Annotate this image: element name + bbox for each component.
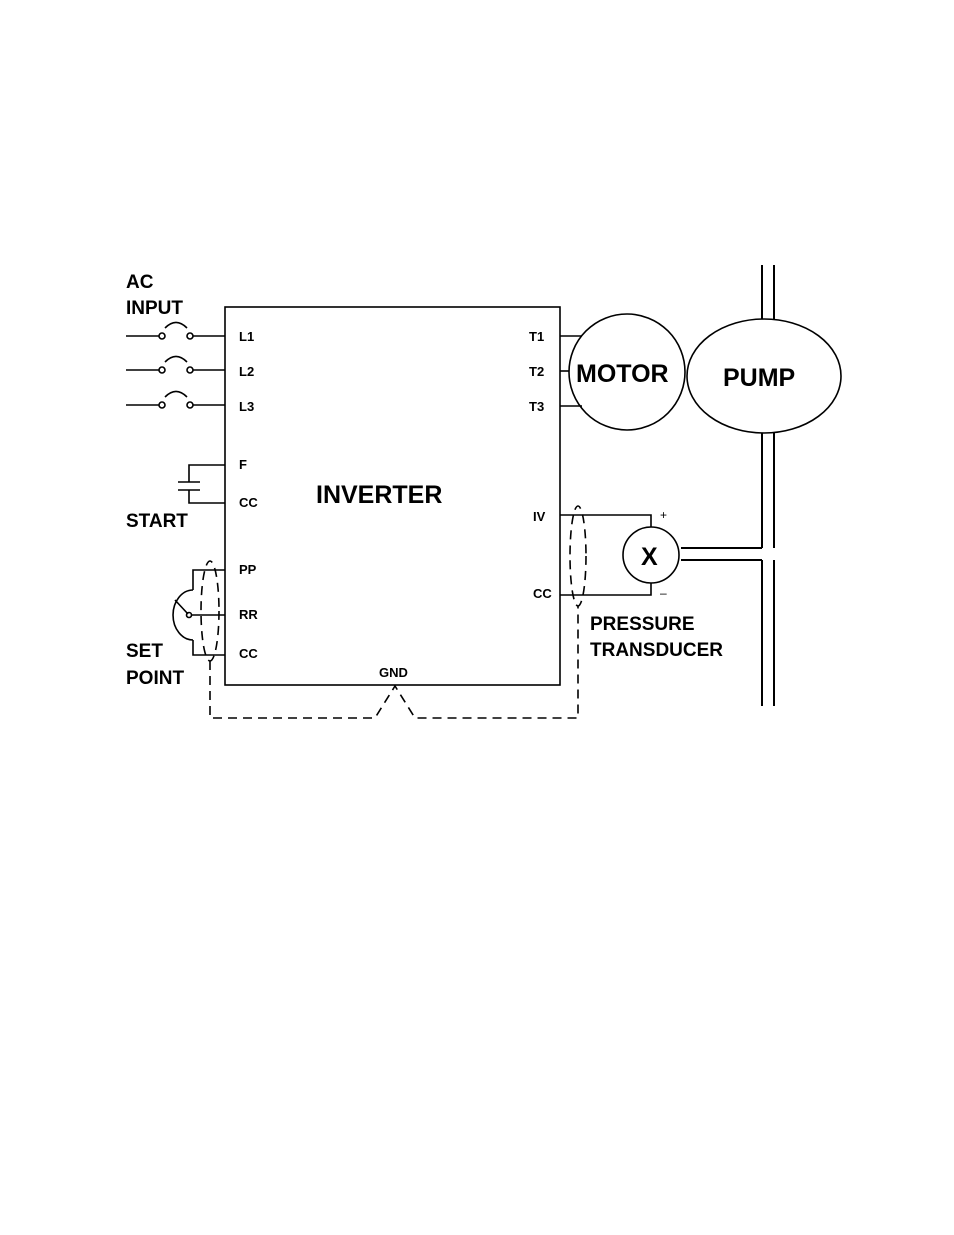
pressure-transducer-label-1: PRESSURE (590, 614, 695, 635)
shield-transducer (570, 506, 586, 606)
terminal-pp: PP (239, 562, 257, 577)
ac-input-label-1: AC (126, 272, 154, 293)
terminal-t1: T1 (529, 329, 544, 344)
terminal-iv: IV (533, 509, 546, 524)
terminal-l1: L1 (239, 329, 254, 344)
terminal-gnd: GND (379, 665, 408, 680)
terminal-cc-transducer: CC (533, 586, 552, 601)
terminal-rr: RR (239, 607, 258, 622)
transducer-symbol: X (641, 543, 658, 571)
pump-label: PUMP (723, 364, 795, 392)
plus-sign: + (660, 508, 667, 522)
set-point-label-2: POINT (126, 668, 184, 689)
ac-input-label-2: INPUT (126, 298, 183, 319)
terminal-cc-setpoint: CC (239, 646, 258, 661)
terminal-t2: T2 (529, 364, 544, 379)
pressure-transducer-label-2: TRANSDUCER (590, 640, 723, 661)
terminal-l2: L2 (239, 364, 254, 379)
terminal-f: F (239, 457, 247, 472)
terminal-l3: L3 (239, 399, 254, 414)
motor-label: MOTOR (576, 360, 669, 388)
minus-sign: – (660, 586, 667, 600)
inverter-label: INVERTER (316, 481, 442, 509)
start-contact (178, 465, 225, 503)
start-label: START (126, 511, 188, 532)
shield-setpoint (201, 561, 219, 661)
ac-input-switches (126, 323, 225, 409)
set-point-label-1: SET (126, 641, 163, 662)
terminal-t3: T3 (529, 399, 544, 414)
terminal-cc-start: CC (239, 495, 258, 510)
